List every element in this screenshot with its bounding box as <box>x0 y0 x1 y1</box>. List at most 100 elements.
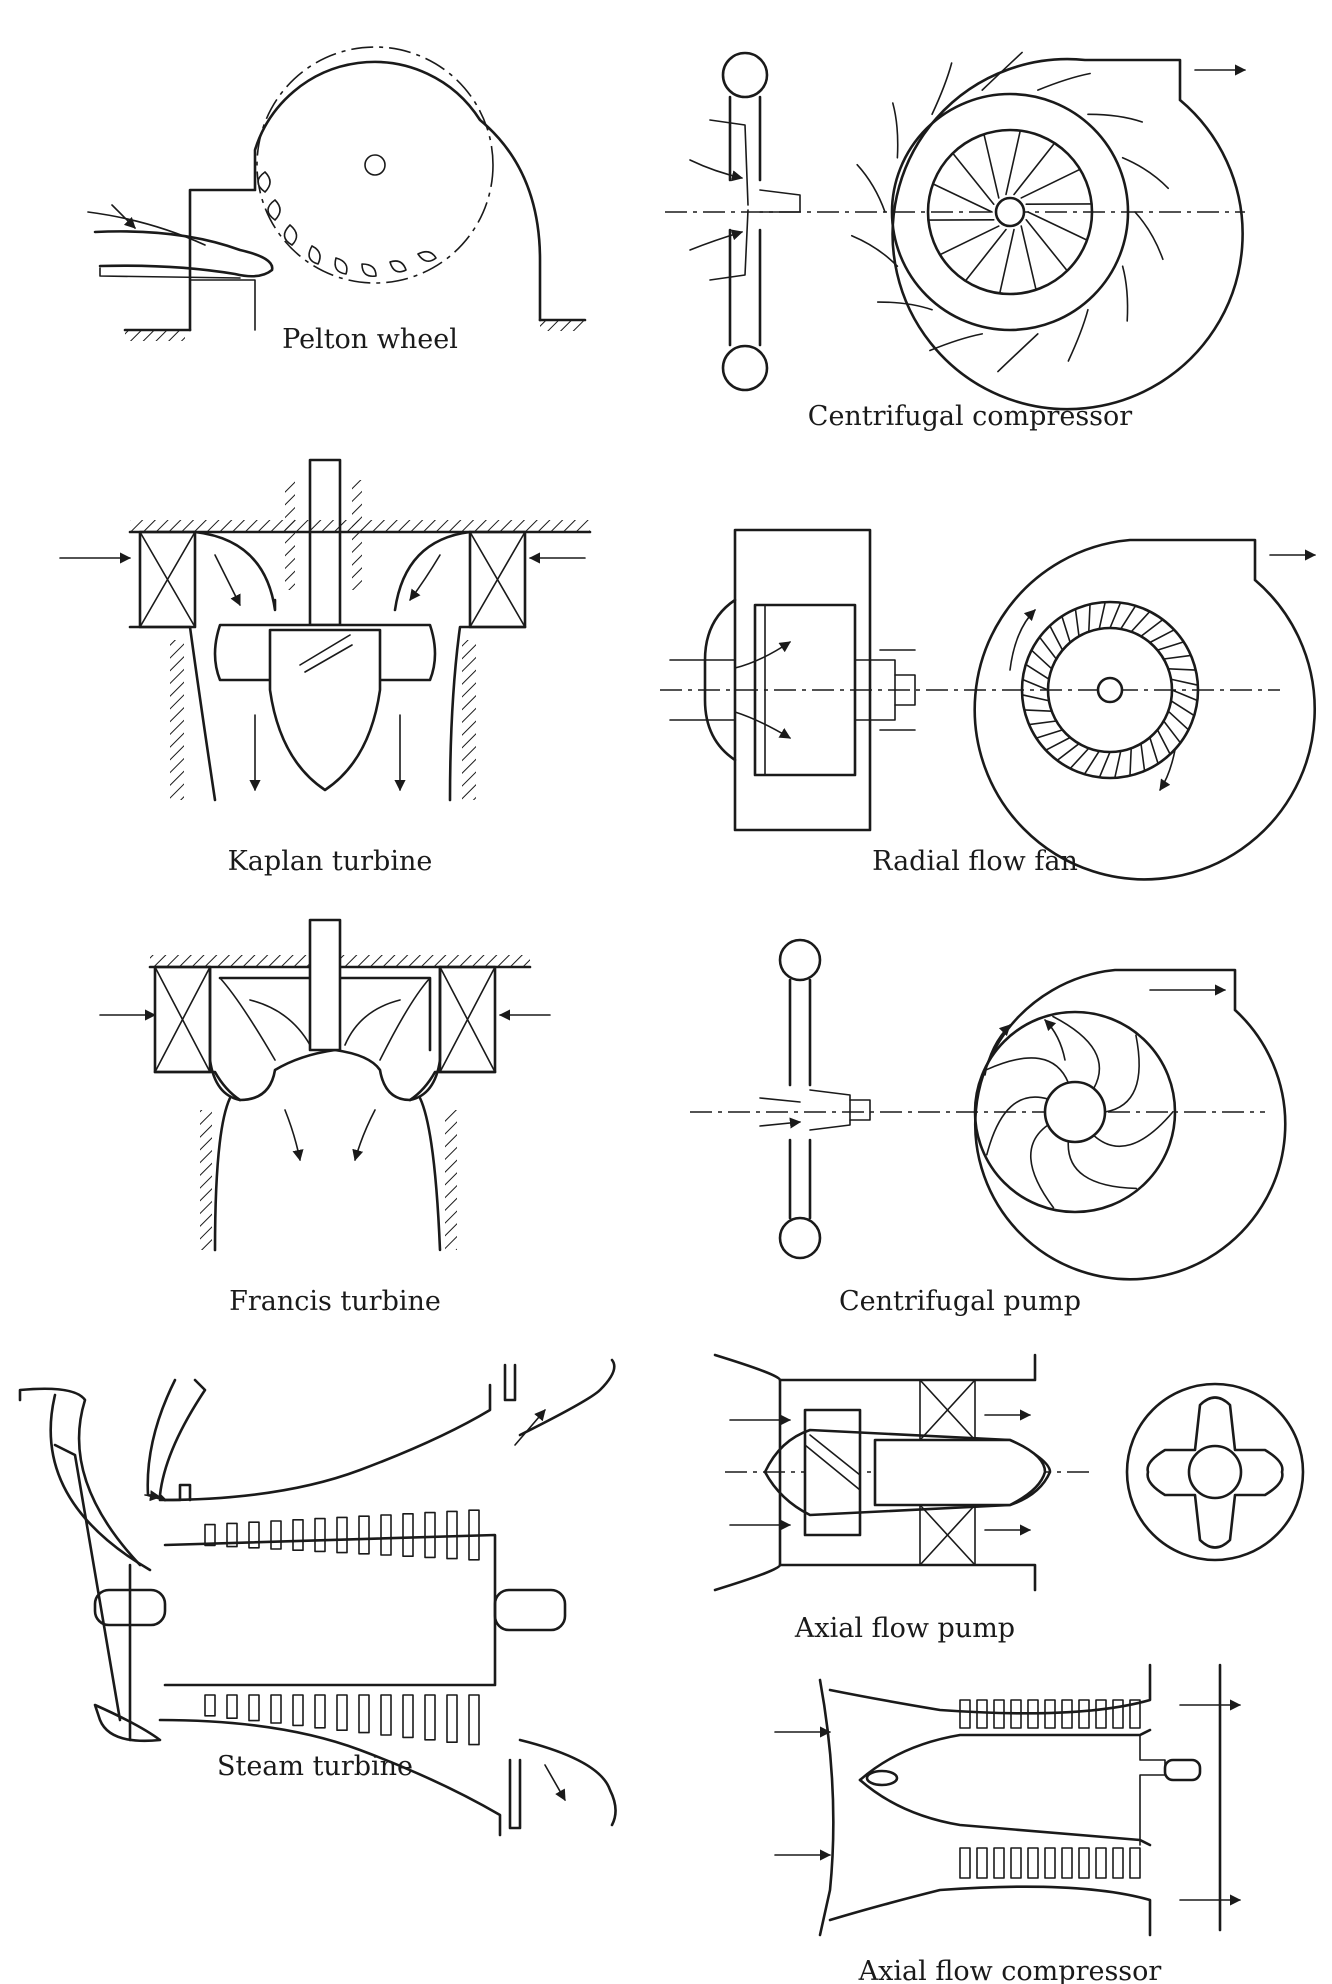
steam-blade-top <box>446 1510 458 1560</box>
pump-vane <box>1104 1034 1140 1113</box>
compressor-blade-bottom <box>1010 1847 1022 1879</box>
label-axial-flow-compressor: Axial flow compressor <box>858 1956 1162 1984</box>
impeller-vane <box>998 228 1015 295</box>
compressor-blade-top <box>993 1699 1005 1729</box>
compressor-blade-top <box>1044 1699 1056 1729</box>
impeller-vane <box>1005 129 1022 196</box>
diffuser-vane <box>1121 156 1170 190</box>
compressor-blade-bottom <box>976 1847 988 1879</box>
compressor-blade-top <box>1129 1699 1141 1729</box>
steam-turbine-drawing <box>18 1358 617 1837</box>
fan-blade <box>1170 678 1199 687</box>
compressor-blade-bottom <box>959 1847 971 1879</box>
fan-blade <box>1109 601 1122 629</box>
label-francis-turbine: Francis turbine <box>229 1286 441 1317</box>
fan-blade <box>1056 742 1080 762</box>
pelton-buckets <box>257 171 437 278</box>
pump-impeller-vanes <box>985 1015 1174 1209</box>
impeller-vane <box>1020 168 1081 199</box>
compressor-blade-top <box>1078 1699 1090 1729</box>
centrifugal-compressor-drawing <box>665 51 1247 411</box>
fan-blade <box>1023 709 1053 713</box>
pump-vane <box>1092 1110 1174 1148</box>
fan-blade <box>1087 603 1091 633</box>
diffuser-vane <box>1067 308 1089 362</box>
impeller-vane <box>1013 142 1056 196</box>
steam-blade-top <box>424 1511 436 1559</box>
fan-blade <box>1171 689 1199 702</box>
fan-blade <box>1038 636 1058 660</box>
diffuser-vane <box>1121 265 1129 322</box>
steam-blade-bottom <box>446 1694 458 1744</box>
fan-blade <box>1044 736 1071 751</box>
fan-blade <box>1149 736 1159 765</box>
fan-blade <box>1162 654 1192 660</box>
steam-blade-bottom <box>424 1694 436 1741</box>
diffuser-vane <box>876 301 933 311</box>
fan-blade <box>1021 678 1049 691</box>
steam-blade-top <box>336 1516 348 1554</box>
diffuser-vane <box>856 163 886 213</box>
compressor-vanes <box>927 129 1093 295</box>
compressor-diffuser-vanes <box>850 51 1170 373</box>
steam-blade-top <box>314 1517 326 1553</box>
steam-turbine-blades <box>204 1509 480 1746</box>
fan-blade <box>1167 667 1197 671</box>
centrifugal-pump-drawing <box>690 938 1287 1281</box>
steam-blade-bottom <box>270 1694 282 1724</box>
compressor-blade-bottom <box>1078 1847 1090 1879</box>
diffuser-vane <box>891 102 899 159</box>
steam-blade-top <box>248 1521 260 1549</box>
diffuser-vane <box>850 234 899 268</box>
steam-blade-top <box>402 1513 414 1558</box>
label-centrifugal-compressor: Centrifugal compressor <box>808 401 1133 432</box>
compressor-blade-bottom <box>1129 1847 1141 1879</box>
steam-blade-bottom <box>226 1694 238 1720</box>
steam-blade-bottom <box>380 1694 392 1736</box>
compressor-blade-bottom <box>993 1847 1005 1879</box>
compressor-blade-top <box>959 1699 971 1729</box>
steam-blade-bottom <box>402 1694 414 1739</box>
diffuser-vane <box>931 62 953 116</box>
pelton-wheel-drawing <box>87 46 587 341</box>
steam-blade-top <box>204 1523 216 1547</box>
fan-blade <box>1028 720 1058 726</box>
label-centrifugal-pump: Centrifugal pump <box>839 1286 1081 1317</box>
compressor-blade-bottom <box>1095 1847 1107 1879</box>
diffuser-vane <box>997 333 1039 373</box>
label-axial-flow-pump: Axial flow pump <box>794 1613 1015 1644</box>
fan-blade <box>1083 750 1101 776</box>
fan-blade <box>1149 629 1176 644</box>
steam-blade-top <box>226 1522 238 1548</box>
label-kaplan-turbine: Kaplan turbine <box>228 846 433 877</box>
axial-compressor-blades <box>959 1699 1141 1879</box>
fan-blade <box>1170 699 1196 717</box>
impeller-vane <box>1027 211 1088 241</box>
fan-blade <box>1035 729 1064 739</box>
impeller-vane <box>932 183 993 213</box>
impeller-vane <box>1020 225 1037 291</box>
pump-vane <box>986 1096 1049 1156</box>
label-radial-flow-fan: Radial flow fan <box>872 846 1078 877</box>
fan-blades <box>1021 601 1199 779</box>
impeller-vane <box>983 133 1000 199</box>
fan-blade <box>1130 610 1151 633</box>
steam-blade-top <box>270 1520 282 1550</box>
francis-turbine-drawing <box>99 918 551 1252</box>
fan-blade <box>1098 751 1111 779</box>
axial-flow-compressor-drawing <box>774 1663 1242 1937</box>
fan-blade <box>1140 618 1164 638</box>
pump-vane <box>1067 1140 1138 1190</box>
steam-blade-bottom <box>292 1694 304 1727</box>
axial-flow-pump-drawing <box>713 1353 1305 1592</box>
fan-blade <box>1167 710 1190 731</box>
steam-blade-top <box>468 1509 480 1561</box>
impeller-vane <box>964 228 1007 282</box>
impeller-vane <box>951 152 995 205</box>
steam-blade-bottom <box>248 1694 260 1722</box>
steam-blade-bottom <box>468 1694 480 1746</box>
compressor-blade-top <box>1027 1699 1039 1729</box>
pump-vane <box>985 1057 1070 1084</box>
